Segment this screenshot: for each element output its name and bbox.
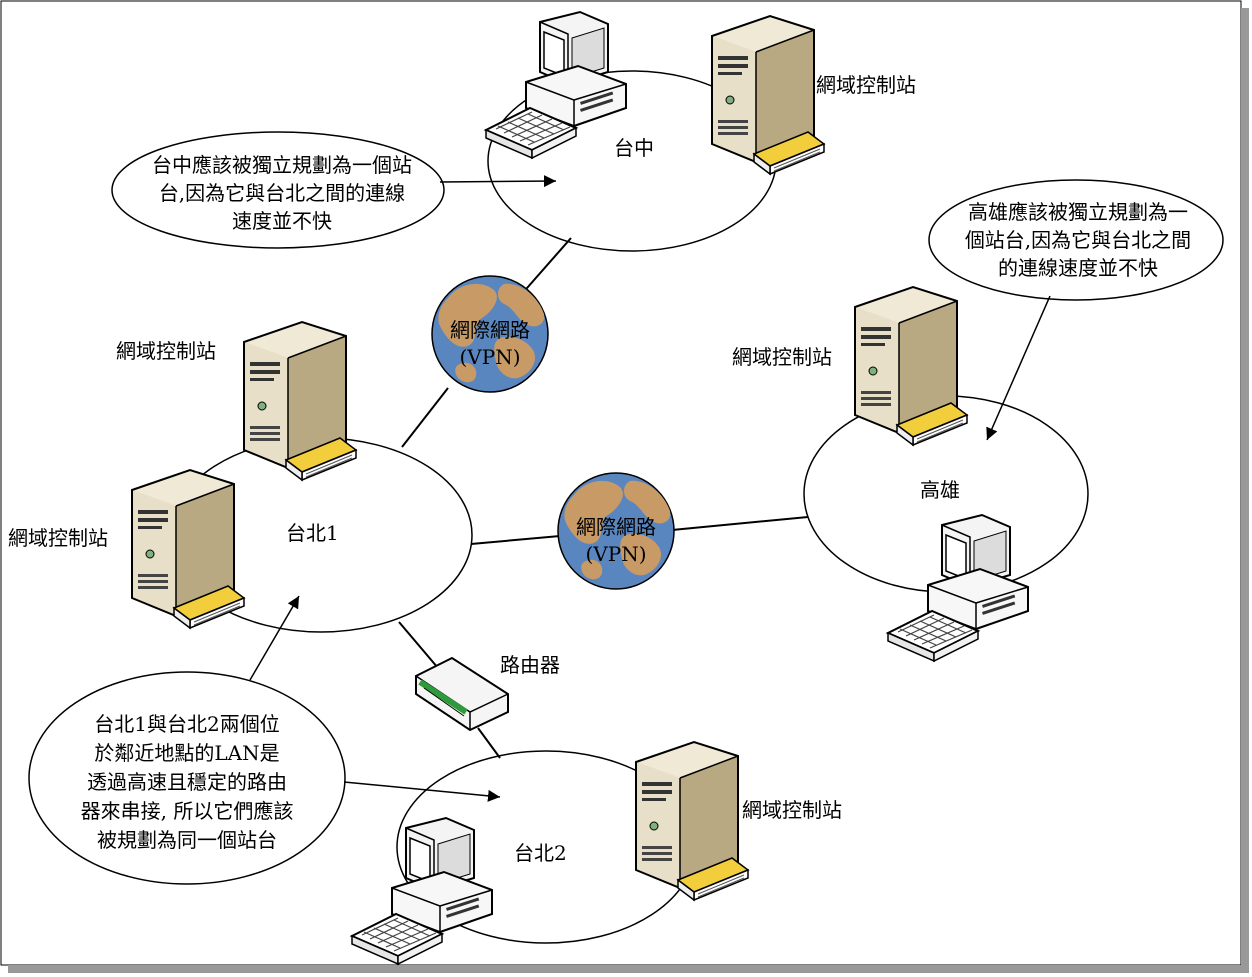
tower-server-icon — [243, 321, 357, 481]
domain-controller-label-taipei2: 網域控制站 — [742, 798, 842, 822]
connection-lines — [398, 237, 809, 759]
link-router-taipei2 — [477, 727, 501, 759]
domain-controller-label-taipei1-left: 網域控制站 — [8, 526, 108, 550]
domain-controller-label-taipei1-top: 網域控制站 — [116, 339, 216, 363]
callout-taichung-line1: 台中應該被獨立規劃為一個站 — [152, 153, 412, 177]
vpn-label-line2: (VPN) — [459, 345, 520, 369]
callout-kaohsiung-line2: 個站台,因為它與台北之間 — [965, 228, 1191, 252]
callout-taichung-arrow — [439, 175, 557, 188]
desktop-computer-icon — [351, 817, 493, 965]
callout-taipei-line4: 器來串接, 所以它們應該 — [81, 799, 294, 823]
site-label-taichung: 台中 — [614, 136, 654, 160]
router-icon — [415, 656, 509, 732]
link-taichung-vpn — [519, 237, 572, 297]
domain-controller-label-taichung: 網域控制站 — [816, 73, 916, 97]
callout-taipei-line5: 被規劃為同一個站台 — [97, 828, 277, 852]
vpn-label-line2: (VPN) — [585, 542, 646, 566]
callout-taipei-line3: 透過高速且穩定的路由 — [87, 770, 287, 794]
vpn-label-line1: 網際網路 — [576, 515, 656, 539]
frame-shadow-right — [1241, 8, 1249, 972]
callout-taipei — [28, 671, 346, 885]
link-taipei1-router — [398, 621, 439, 669]
domain-controller-label-kaohsiung: 網域控制站 — [732, 345, 832, 369]
frame-shadow-bottom — [8, 965, 1249, 973]
vpn-label-line1: 網際網路 — [450, 318, 530, 342]
site-label-taipei1: 台北1 — [286, 521, 339, 545]
link-vpn-taipei1 — [401, 387, 449, 448]
callout-kaohsiung-arrow — [986, 295, 1051, 441]
tower-server-icon — [854, 286, 968, 446]
site-label-kaohsiung: 高雄 — [920, 478, 960, 502]
router-label: 路由器 — [500, 653, 560, 677]
callout-taipei-line1: 台北1與台北2兩個位 — [94, 712, 279, 736]
callout-taipei-arrow-to-taipei1 — [249, 595, 300, 681]
callout-taichung — [111, 131, 445, 249]
callout-taipei-line2: 於鄰近地點的LAN是 — [94, 741, 279, 765]
link-taipei1-vpn2 — [470, 535, 561, 545]
tower-server-icon — [635, 741, 749, 901]
callout-taichung-line3: 速度並不快 — [232, 209, 332, 233]
callout-kaohsiung-line1: 高雄應該被獨立規劃為一 — [968, 200, 1188, 224]
site-label-taipei2: 台北2 — [514, 841, 567, 865]
link-vpn2-kaohsiung — [671, 516, 809, 531]
callout-kaohsiung — [928, 179, 1224, 301]
tower-server-icon — [711, 15, 825, 175]
callout-taichung-line2: 台,因為它與台北之間的連線 — [159, 181, 405, 205]
callout-kaohsiung-line3: 的連線速度並不快 — [998, 256, 1158, 280]
callout-taipei-arrow-to-taipei2 — [343, 781, 501, 802]
tower-server-icon — [131, 469, 245, 629]
desktop-computer-icon — [485, 11, 627, 159]
